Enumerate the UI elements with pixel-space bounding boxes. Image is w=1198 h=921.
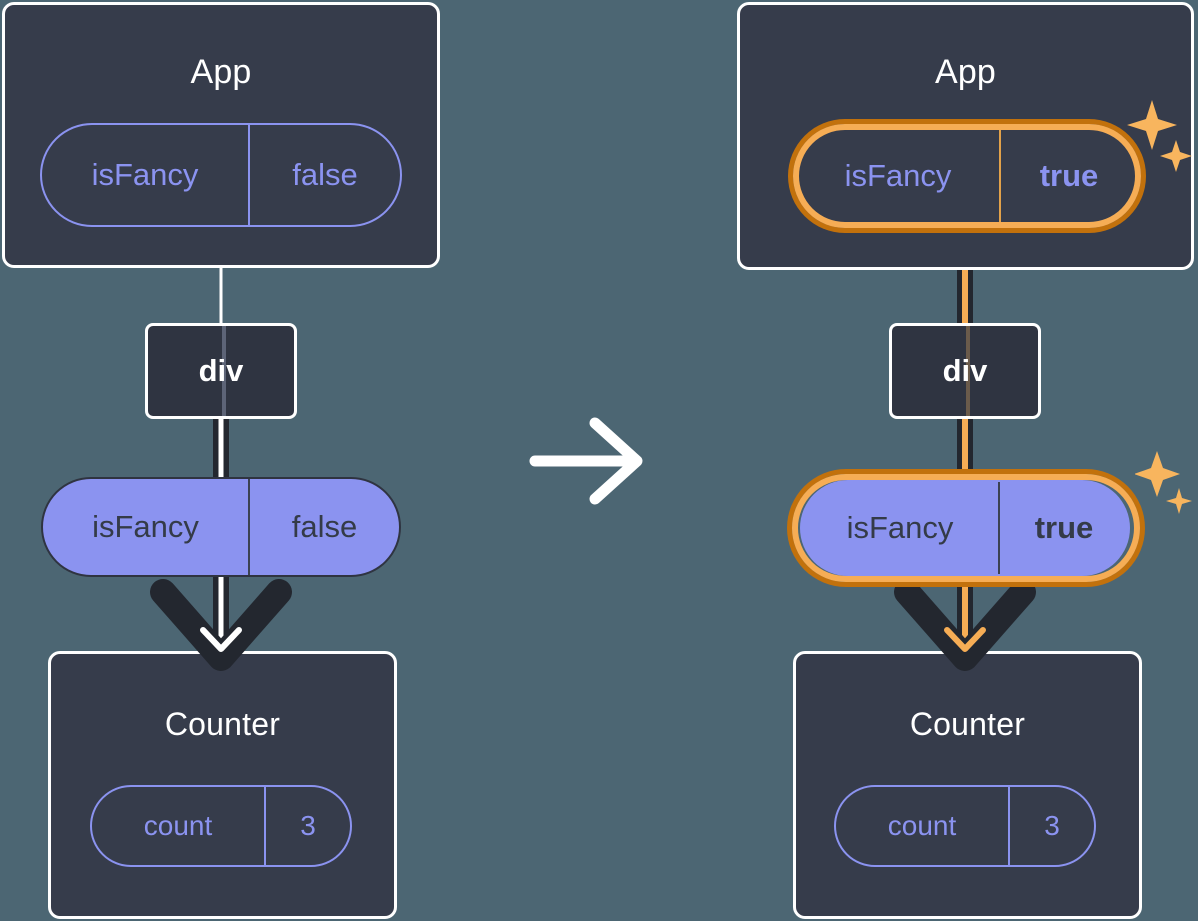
counter-state-pill-value-after: 3: [1008, 787, 1094, 865]
app-state-pill-name-before: isFancy: [91, 157, 199, 192]
left-arrowhead-casing: [150, 579, 292, 671]
app-state-pill-name-after: isFancy: [844, 158, 952, 193]
counter-state-pill-name-before: count: [143, 810, 213, 841]
div-inner-line-after: [966, 326, 970, 416]
right-arrowhead-casing: [894, 579, 1036, 671]
prop-pill-before[interactable]: isFancy false: [41, 477, 401, 577]
prop-pill-after[interactable]: isFancy true: [800, 480, 1130, 576]
prop-pill-value-after: true: [998, 482, 1128, 574]
prop-pill-name-after: isFancy: [846, 510, 954, 545]
prop-pill-value-before: false: [248, 479, 399, 575]
app-state-pill-before[interactable]: isFancy false: [40, 123, 402, 227]
counter-state-pill-value-before: 3: [264, 787, 350, 865]
app-state-pill-after[interactable]: isFancy true: [795, 126, 1139, 226]
counter-state-pill-before[interactable]: count 3: [90, 785, 352, 867]
app-state-pill-value-before: false: [248, 125, 400, 225]
transition-arrow-right-icon: [529, 417, 643, 505]
right-arrowhead-core: [944, 627, 986, 652]
div-element-box-before: div: [145, 323, 297, 419]
counter-state-pill-name-after: count: [887, 810, 957, 841]
left-arrowhead-core: [200, 627, 242, 652]
div-element-box-after: div: [889, 323, 1041, 419]
prop-pill-name-before: isFancy: [92, 509, 199, 544]
div-label-before: div: [198, 353, 244, 388]
app-state-pill-value-after: true: [999, 128, 1137, 224]
div-inner-line-before: [222, 326, 226, 416]
div-label-after: div: [942, 353, 988, 388]
counter-state-pill-after[interactable]: count 3: [834, 785, 1096, 867]
